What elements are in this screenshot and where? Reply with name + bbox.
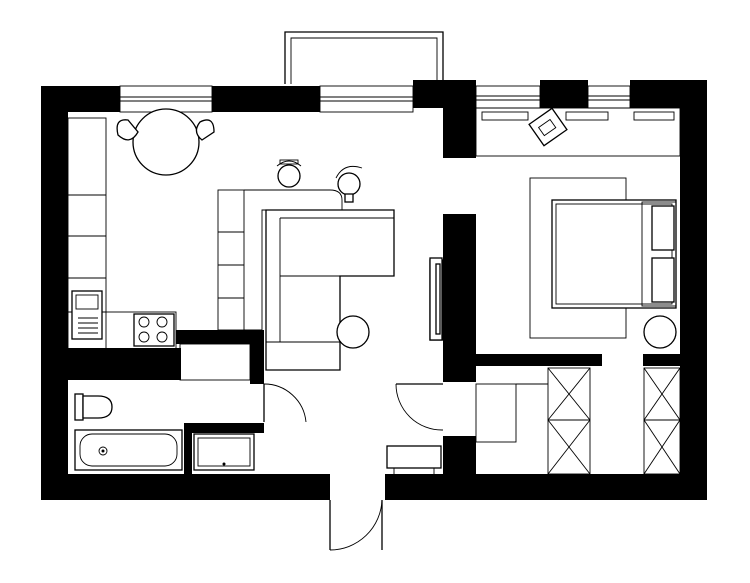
dining-table [116, 108, 215, 176]
bar-stool [276, 159, 302, 188]
entrance-door [329, 499, 383, 551]
bedroom-door [395, 383, 444, 431]
desk [475, 107, 681, 157]
wardrobe [643, 367, 681, 475]
bed [551, 199, 677, 309]
sink [71, 290, 103, 340]
toilet [74, 393, 113, 421]
sofa [265, 209, 395, 371]
coffee-table [336, 315, 370, 349]
chair [195, 119, 215, 141]
bathroom-door [263, 383, 307, 423]
hallway-closet [475, 383, 548, 443]
bar-stool [335, 165, 363, 203]
chair [116, 119, 139, 141]
hall-bench [386, 445, 442, 474]
balcony [284, 31, 444, 84]
nightstand [643, 315, 677, 349]
washbasin [193, 433, 255, 471]
bathroom-cabinet [179, 343, 251, 381]
tv-unit [429, 257, 443, 341]
wardrobe [547, 367, 591, 475]
bathtub [74, 429, 183, 471]
stove [133, 313, 175, 347]
